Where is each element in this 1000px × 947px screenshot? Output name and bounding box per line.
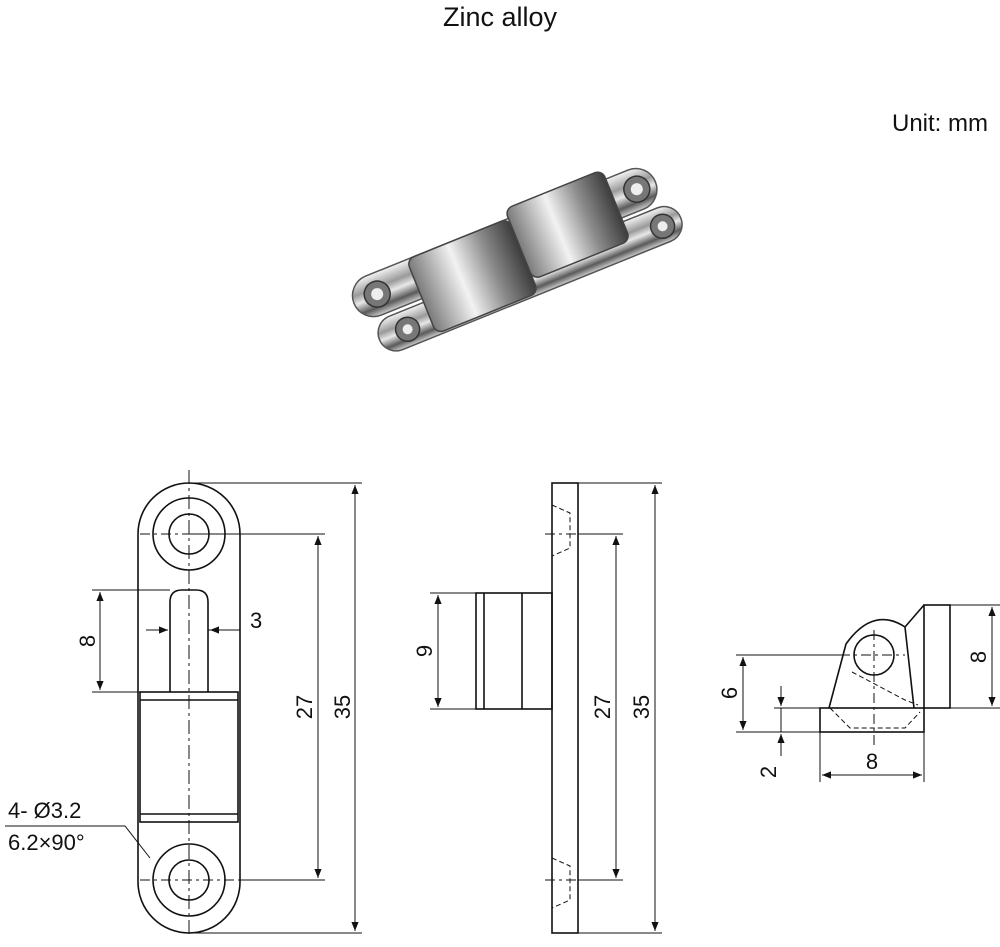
dim-base-thickness: 2 [756,766,781,778]
dim-knuckle-height: 9 [412,645,437,657]
end-knuckle [828,604,925,709]
side-view-dimensions [430,482,662,934]
dim-front-hole-spacing: 27 [292,695,317,719]
side-knuckle-outline [475,592,553,710]
hole-spec-line1: 4- Ø3.2 [8,798,81,823]
front-view [137,470,241,935]
dim-side-hole-spacing: 27 [590,695,615,719]
end-base [819,707,925,733]
dim-end-height: 8 [966,651,991,663]
side-view [475,482,600,934]
front-view-dimensions [5,482,362,934]
end-view-dimensions [736,604,1000,782]
dim-front-total-length: 35 [330,695,355,719]
unit-label: Unit: mm [892,110,988,137]
hinge-photo [351,167,683,352]
dim-side-total-length: 35 [629,695,654,719]
end-view [819,604,951,745]
hole-spec-line2: 6.2×90° [8,830,85,855]
end-plate [923,604,951,709]
dim-end-width: 8 [866,749,878,774]
dim-pin-length: 8 [75,635,100,647]
product-title: Zinc alloy [442,2,558,32]
dim-pivot-height: 6 [717,687,742,699]
dim-pin-width: 3 [250,608,262,633]
